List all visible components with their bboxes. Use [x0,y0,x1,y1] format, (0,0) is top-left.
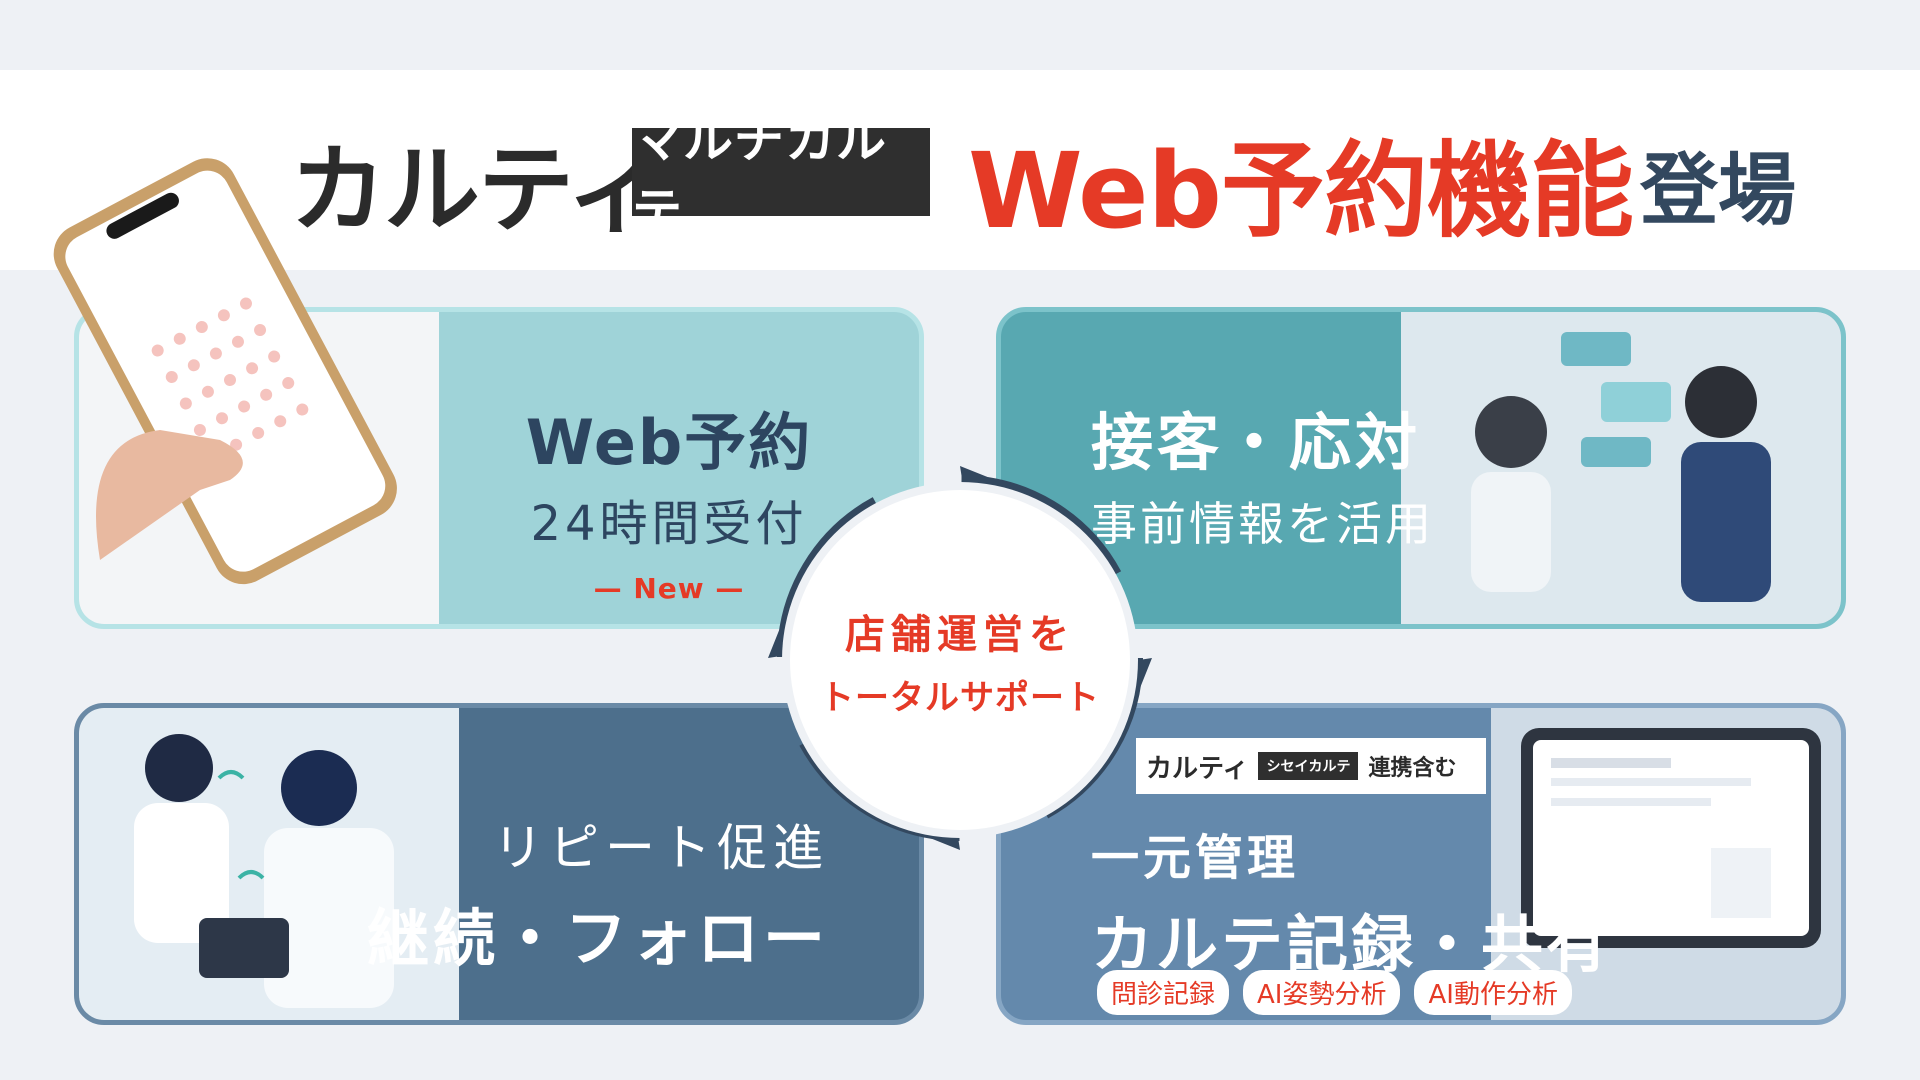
multi-karute-badge: マルチカルテ [632,111,930,241]
tag-ai-motion: AI動作分析 [1414,970,1572,1015]
feature-tags: 問診記録 AI姿勢分析 AI動作分析 [1097,970,1572,1015]
tag-ai-posture: AI姿勢分析 [1243,970,1401,1015]
new-tag: — New — [593,572,745,605]
panel-customer-service: 接客・応対 事前情報を活用 [996,307,1846,629]
center-line2: トータルサポート [820,677,1100,718]
speech-bubbles-icon [1471,332,1771,602]
repeat-promotion-text: リピート促進 継続・フォロー [367,808,829,978]
center-line1: 店舗運営を [845,611,1075,658]
tablet-icon [1521,728,1821,948]
follow-up-illustration [79,708,459,1020]
karute-logo: カルティ [290,134,662,246]
header-band [0,70,1920,270]
karute-record-subtitle: カルテ記録・共有 [1091,908,1612,981]
people-with-devices-icon [134,734,394,1008]
center-circle: 店舗運営を トータルサポート [790,490,1130,830]
integration-strip: カルティ シセイカルテ 連携含む [1136,738,1486,794]
feature-title: Web予約機能 [968,130,1634,252]
panel-repeat-promotion: リピート促進 継続・フォロー [74,703,924,1025]
tag-interview-record: 問診記録 [1097,970,1230,1015]
consultation-illustration [1401,312,1841,624]
unified-management-title: 一元管理 [1091,830,1300,886]
repeat-promotion-subtitle: 継続・フォロー [366,902,829,975]
customer-service-text: 接客・応対 事前情報を活用 [1091,392,1434,554]
repeat-promotion-title: リピート促進 [493,819,829,877]
panel-unified-management: カルティ シセイカルテ 連携含む 一元管理 カルテ記録・共有 問診記録 AI姿勢… [996,703,1846,1025]
web-reservation-title: Web予約 [525,406,813,479]
unified-management-text: 一元管理 カルテ記録・共有 [1091,818,1611,984]
customer-service-title: 接客・応対 [1091,406,1422,479]
smartphone-icon [53,158,397,585]
karute-small-logo: カルティ [1146,753,1249,784]
web-reservation-text: Web予約 24時間受付 — New — [509,392,829,605]
launch-label: 登場 [1640,146,1797,236]
customer-service-subtitle: 事前情報を活用 [1091,497,1434,551]
integration-label: 連携含む [1368,756,1457,781]
web-reservation-subtitle: 24時間受付 [530,496,808,552]
tablet-photo [1491,708,1841,1020]
shisei-karute-badge: シセイカルテ [1258,752,1359,780]
